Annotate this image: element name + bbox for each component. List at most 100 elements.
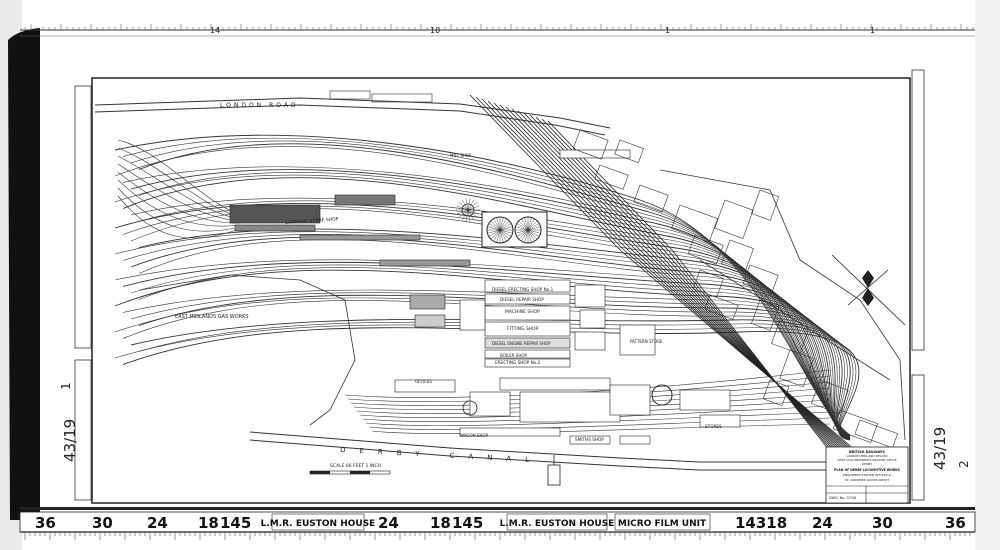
label-diesel-engine-repair: DIESEL ENGINE REPAIR SHOP: [492, 341, 551, 346]
turntable-spoke: [496, 217, 501, 231]
siding-track: [117, 163, 241, 222]
turntable-spoke: [527, 229, 535, 242]
town-block: [714, 199, 754, 239]
scale-number-5: 145: [220, 514, 251, 532]
town-block: [854, 419, 898, 449]
town-block: [633, 184, 669, 213]
turntable-spoke: [521, 229, 529, 242]
street-line: [659, 169, 906, 441]
title-line-5: PLAN OF DERBY LOCOMOTIVE WORKS: [834, 468, 900, 472]
building-footprint: [484, 349, 571, 359]
turntable-spoke: [488, 229, 501, 237]
turntable-spoke: [527, 229, 532, 243]
track-line: [122, 327, 860, 438]
building-footprint: [579, 309, 606, 329]
turntable-spoke: [487, 226, 501, 231]
turntable-spoke: [527, 229, 540, 237]
handwritten-ref-left-index: 1: [59, 382, 73, 390]
turntable-spoke: [527, 217, 532, 231]
turntable-spoke: [515, 226, 529, 231]
scale-number-1: 36: [35, 514, 56, 532]
building-footprint: [484, 279, 571, 293]
track-line: [130, 318, 851, 441]
label-diesel-erecting: DIESEL ERECTING SHOP No.1: [492, 287, 554, 292]
town-block: [594, 164, 629, 190]
turntable-spoke: [499, 218, 507, 231]
turntable-spoke: [499, 229, 512, 237]
turntable-spoke: [518, 229, 529, 240]
archive-label-2: L.M.R. EUSTON HOUSE: [500, 519, 615, 529]
scale-number-3: 24: [147, 514, 168, 532]
archive-label-3: MICRO FILM UNIT: [618, 519, 707, 529]
track-line: [130, 197, 851, 437]
town-block: [751, 189, 780, 221]
title-line-2: LONDON MIDLAND REGION: [847, 454, 888, 458]
left-margin-bar-lower: [74, 359, 92, 501]
scale-number-12: 36: [945, 514, 966, 532]
turntable-spoke: [527, 226, 541, 231]
building-footprint: [299, 234, 421, 241]
town-block: [614, 139, 644, 164]
mainline-track: [547, 120, 830, 451]
drawing-frame: [91, 77, 911, 504]
label-offices: OFFICES: [415, 379, 432, 384]
building-footprint: [619, 324, 656, 356]
town-block: [762, 379, 790, 407]
siding-track: [365, 411, 831, 426]
turntable-spoke: [527, 220, 538, 231]
building-footprint: [619, 435, 651, 445]
turntable-spoke: [516, 229, 529, 237]
turntable-spoke: [488, 223, 501, 231]
turntable-spoke: [527, 218, 535, 231]
turntable-spoke: [499, 223, 512, 231]
top-ruler-label-3: 1: [665, 26, 670, 35]
top-ruler-label-4: 1: [870, 26, 875, 35]
canal-bridge-marker: [547, 455, 561, 486]
turntable-spoke: [499, 217, 504, 231]
label-diesel-repair: DIESEL REPAIR SHOP: [500, 297, 544, 302]
town-block: [692, 269, 724, 298]
scale-number-11: 30: [872, 514, 893, 532]
title-line-4: DERBY: [862, 462, 872, 466]
siding-track: [117, 179, 241, 227]
top-ruler-label-1: 14: [210, 26, 220, 35]
turntable-spoke: [499, 226, 513, 231]
building-footprint: [519, 391, 621, 423]
siding-track: [117, 187, 241, 232]
track-line: [138, 267, 851, 436]
turntable-spoke: [496, 229, 501, 243]
building-footprint: [574, 331, 606, 351]
right-film-edge: [975, 0, 1000, 550]
building-footprint: [394, 379, 456, 393]
track-line: [122, 137, 851, 440]
title-line-6: ENGINEERS STATION OFFICES &: [843, 473, 891, 477]
scale-number-4: 18: [198, 514, 219, 532]
track-line: [130, 264, 851, 437]
label-fitting-shop: FITTING SHOP: [507, 326, 539, 332]
archive-label-1: L.M.R. EUSTON HOUSE: [261, 519, 376, 529]
town-block: [771, 319, 809, 355]
label-pattern-store: PATTERN STORE: [630, 339, 663, 344]
turntable-spoke: [499, 220, 510, 231]
label-mill: MILL SHOP: [450, 153, 472, 158]
turntable-south: [651, 384, 673, 406]
scale-number-6: 24: [378, 514, 399, 532]
building-footprint: [574, 284, 606, 308]
town-blocks: [572, 129, 906, 449]
track-line: [130, 169, 851, 441]
turntable-spoke: [499, 229, 510, 240]
title-block: BRITISH RAILWAYS LONDON MIDLAND REGION C…: [825, 446, 909, 504]
town-block: [721, 239, 754, 273]
label-carriage-shop: CARRIAGE STORE SHOP: [285, 216, 339, 226]
turntable-spoke: [527, 229, 541, 234]
scale-number-7: 18: [430, 514, 451, 532]
label-erecting-shop-2: ERECTING SHOP No.2: [495, 360, 541, 365]
turntable-spoke: [524, 229, 529, 243]
turntable-spoke: [527, 223, 540, 231]
siding-track: [117, 195, 241, 239]
right-margin-bar-upper: [911, 69, 925, 351]
siding-track: [117, 139, 241, 216]
title-line-7: ST. ANDREWS GOODS DEPOT: [845, 478, 889, 482]
building-footprint: [559, 149, 631, 159]
track-line: [130, 236, 851, 441]
